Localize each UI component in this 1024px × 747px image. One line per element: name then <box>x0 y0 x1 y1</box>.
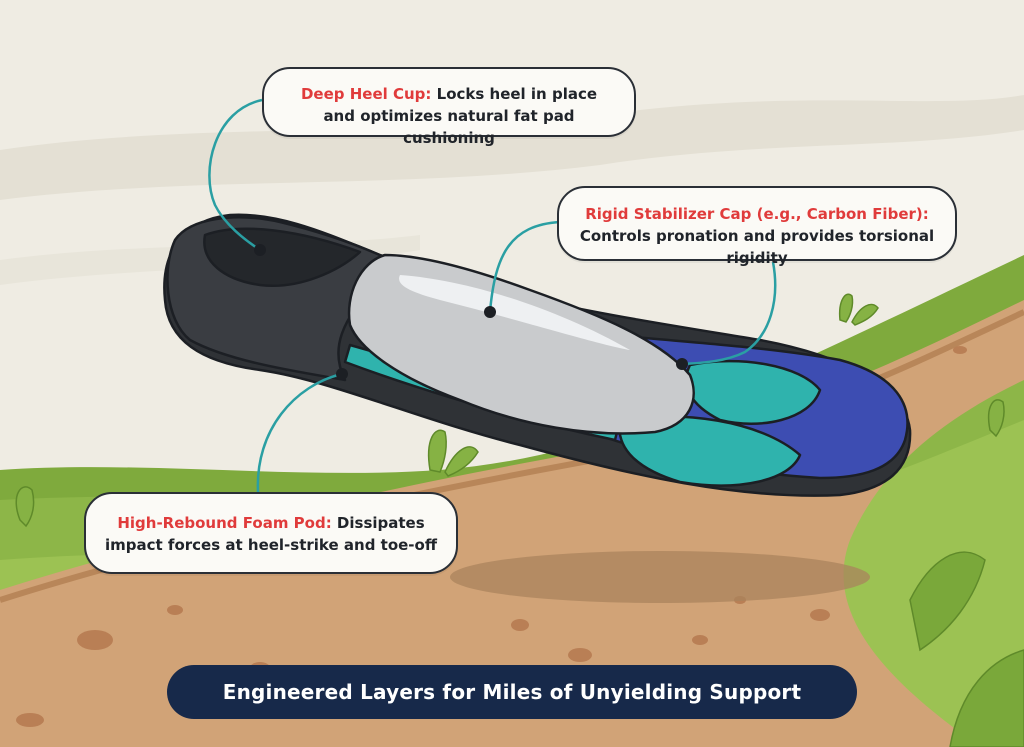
leader-dot-forefoot <box>676 358 688 370</box>
leader-dot-cap <box>484 306 496 318</box>
insole-illustration <box>163 213 912 497</box>
heel-cup-inner <box>203 227 362 288</box>
callout-foam-term: High-Rebound Foam Pod: <box>117 514 332 532</box>
leader-dots <box>254 244 688 380</box>
leader-foam-pod <box>681 261 777 366</box>
footer-banner: Engineered Layers for Miles of Unyieldin… <box>167 665 857 719</box>
callout-cap-line2: Controls pronation and provides torsiona… <box>579 227 935 267</box>
callout-heel-text1: Locks heel in place <box>431 85 598 103</box>
callout-foam-line2: impact forces at heel-strike and toe-off <box>105 536 437 554</box>
callout-heel-line1: Deep Heel Cup: Locks heel in place <box>282 83 616 105</box>
callout-leaders <box>208 98 777 493</box>
stabilizer-cap-sheen <box>399 275 630 350</box>
callout-foam-text1: Dissipates <box>331 514 425 532</box>
grass-tufts <box>15 293 1024 747</box>
callout-high-rebound-foam-pod: High-Rebound Foam Pod: Dissipates impact… <box>84 492 458 574</box>
leader-stabilizer-cap <box>488 220 561 313</box>
leader-foam-pod-lower <box>256 372 343 493</box>
foam-pod-toe <box>618 415 802 487</box>
insole-shadow <box>450 551 870 603</box>
callout-heel-term: Deep Heel Cup: <box>300 85 432 103</box>
leader-dot-heel <box>254 244 266 256</box>
stabilizer-cap <box>347 253 695 435</box>
leader-dot-foam <box>336 368 348 380</box>
callout-foam-line1: High-Rebound Foam Pod: Dissipates <box>100 512 442 534</box>
callout-cap-term: Rigid Stabilizer Cap (e.g., Carbon Fiber… <box>585 205 929 223</box>
footer-title: Engineered Layers for Miles of Unyieldin… <box>222 680 802 704</box>
callout-heel-line2: and optimizes natural fat pad cushioning <box>323 107 575 147</box>
callout-rigid-stabilizer-cap: Rigid Stabilizer Cap (e.g., Carbon Fiber… <box>557 186 957 267</box>
leader-heel-cup <box>208 98 263 252</box>
callout-deep-heel-cup: Deep Heel Cup: Locks heel in place and o… <box>262 67 636 147</box>
